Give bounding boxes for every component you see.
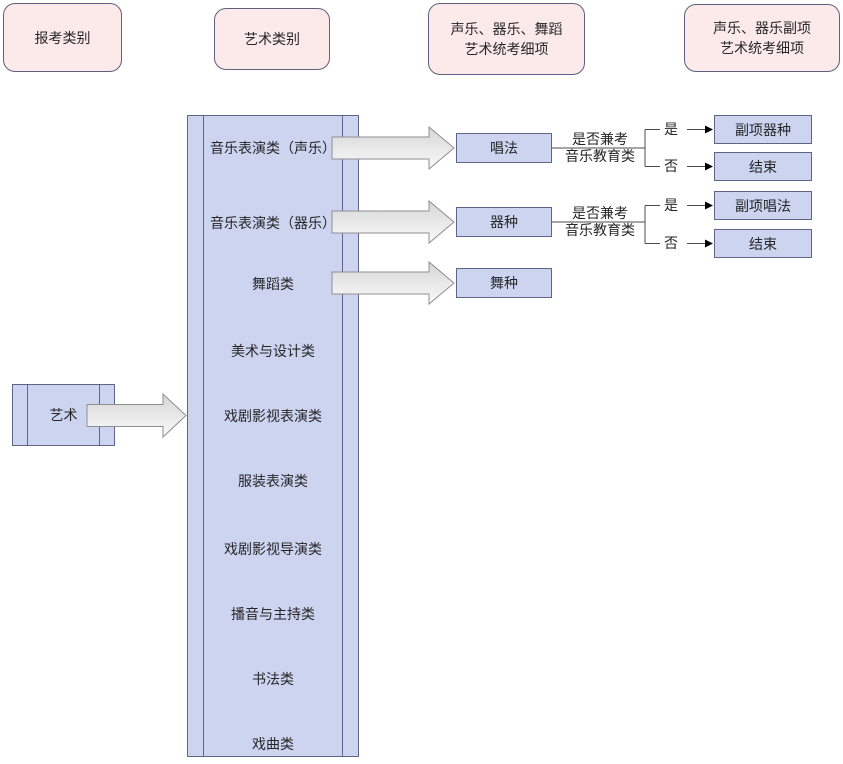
header-registration-category: 报考类别 — [3, 3, 122, 72]
node-vocal-method: 唱法 — [456, 133, 552, 163]
yes-label: 是 — [664, 121, 678, 137]
category-label-fashion: 服装表演类 — [238, 473, 308, 489]
arrowhead-icon — [705, 239, 713, 248]
node-instrument-type: 器种 — [456, 207, 552, 237]
root-node-label: 艺术 — [49, 407, 78, 423]
arrowhead-icon — [705, 201, 713, 210]
arrowhead-icon — [705, 125, 713, 134]
node-secondary-instrument: 副项器种 — [714, 115, 812, 144]
header-exam-detail: 声乐、器乐、舞蹈 艺术统考细项 — [428, 3, 585, 75]
category-label-directing: 戏剧影视导演类 — [224, 541, 322, 557]
header-label: 艺术类别 — [244, 31, 300, 47]
condition-label-instrumental: 是否兼考 音乐教育类 — [565, 205, 635, 238]
category-label-art-design: 美术与设计类 — [231, 343, 315, 359]
node-label: 结束 — [749, 158, 777, 175]
yes-label: 是 — [664, 197, 678, 213]
no-label: 否 — [664, 235, 678, 251]
node-label: 结束 — [749, 235, 777, 252]
header-label: 声乐、器乐副项 艺术统考细项 — [713, 20, 811, 56]
double-bar-icon — [27, 385, 28, 445]
double-bar-icon — [342, 116, 343, 756]
header-label: 声乐、器乐、舞蹈 艺术统考细项 — [450, 21, 563, 57]
root-node-art: 艺术 — [12, 384, 115, 446]
condition-label-vocal: 是否兼考 音乐教育类 — [565, 131, 635, 164]
category-label-instrumental: 音乐表演类（器乐） — [210, 215, 336, 231]
node-secondary-vocal: 副项唱法 — [714, 191, 812, 220]
node-label: 器种 — [490, 214, 518, 230]
no-label: 否 — [664, 158, 678, 174]
header-label: 报考类别 — [34, 29, 91, 46]
category-label-drama-acting: 戏剧影视表演类 — [224, 408, 322, 424]
node-label: 副项唱法 — [735, 197, 791, 214]
category-container: 音乐表演类（声乐） 音乐表演类（器乐） 舞蹈类 美术与设计类 戏剧影视表演类 服… — [187, 115, 359, 757]
node-label: 舞种 — [490, 275, 518, 291]
double-bar-icon — [203, 116, 204, 756]
header-art-category: 艺术类别 — [214, 8, 330, 70]
node-dance-type: 舞种 — [456, 268, 552, 298]
node-end-vocal: 结束 — [714, 152, 812, 181]
category-label-broadcasting: 播音与主持类 — [231, 606, 315, 622]
header-secondary-exam-detail: 声乐、器乐副项 艺术统考细项 — [684, 4, 840, 72]
node-end-instrumental: 结束 — [714, 229, 812, 258]
arrowhead-icon — [705, 162, 713, 171]
category-label-opera: 戏曲类 — [252, 736, 294, 752]
category-label-calligraphy: 书法类 — [252, 671, 294, 687]
category-label-vocal: 音乐表演类（声乐） — [210, 140, 336, 156]
node-label: 唱法 — [490, 140, 518, 156]
category-label-dance: 舞蹈类 — [252, 276, 294, 292]
node-label: 副项器种 — [735, 121, 791, 138]
